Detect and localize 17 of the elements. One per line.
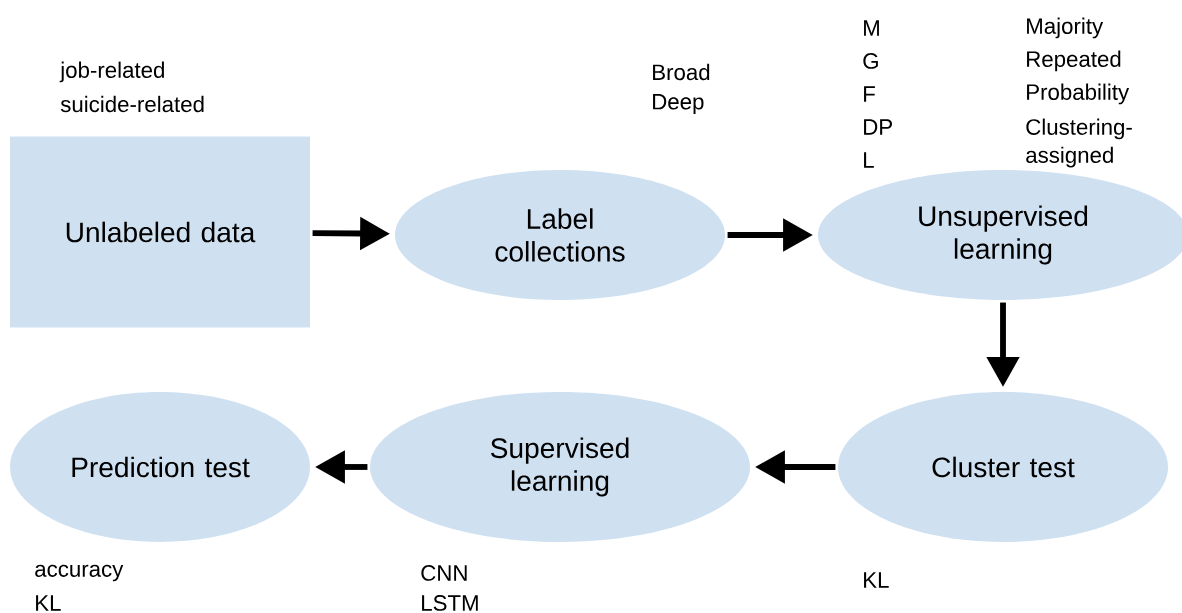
annotation-text: KL	[36, 595, 61, 611]
annotation-text: Broad	[653, 63, 710, 81]
annotation-text: KL	[864, 572, 889, 588]
annotation-text: DP	[864, 119, 892, 135]
annotation-text: F	[864, 86, 875, 102]
annotation-text: suicide-related	[60, 95, 204, 113]
annotation-text: Deep	[653, 94, 704, 114]
data-box: Unlabeled data	[10, 136, 310, 328]
annotation-text: job-related	[59, 61, 164, 83]
annotation-text: Repeated	[1027, 50, 1121, 72]
annotation-text: M	[864, 20, 879, 36]
annotation-text: LSTM	[422, 595, 478, 611]
annotation-text: accuracy	[35, 564, 124, 582]
annotation-text: Majority	[1027, 17, 1104, 39]
annotation-text: Probability	[1027, 83, 1130, 105]
annotation-text: CNN	[421, 565, 467, 581]
annotation-text: G	[863, 53, 878, 69]
